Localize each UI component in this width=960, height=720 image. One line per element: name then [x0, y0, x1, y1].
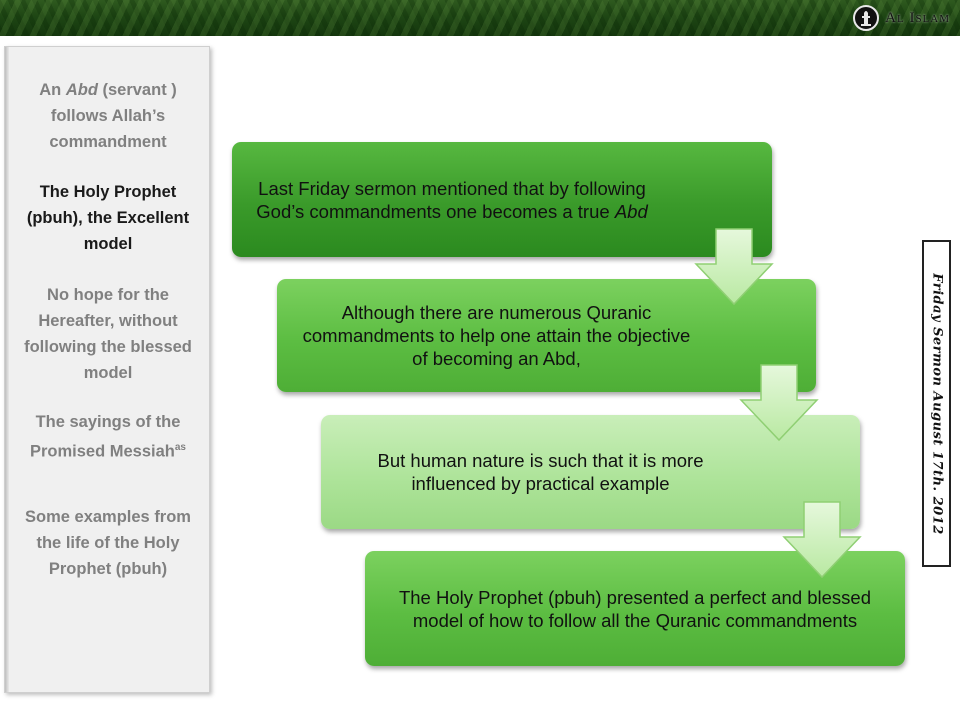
sidebar-item-abd: An Abd (servant ) follows Allah’s comman…	[39, 81, 177, 151]
flow-step-3: But human nature is such that it is more…	[321, 415, 860, 529]
down-arrow-icon	[782, 501, 862, 579]
brand: Al Islam	[853, 4, 950, 32]
minaret-logo-icon	[853, 5, 880, 31]
down-arrow-icon	[739, 364, 819, 442]
brand-name: Al Islam	[885, 9, 950, 26]
sidebar-item-hereafter: No hope for the Hereafter, without follo…	[24, 286, 192, 382]
sidebar: An Abd (servant ) follows Allah’s comman…	[4, 46, 210, 693]
down-arrow-icon	[694, 228, 774, 306]
flow-step-2: Although there are numerous Quranic comm…	[277, 279, 816, 392]
sidebar-item-promised-messiah: The sayings of the Promised Messiahas	[29, 413, 186, 461]
flow-step-1: Last Friday sermon mentioned that by fol…	[232, 142, 772, 257]
sidebar-item-holy-prophet: The Holy Prophet (pbuh), the Excellent m…	[26, 183, 190, 253]
sidebar-item-examples: Some examples from the life of the Holy …	[25, 508, 191, 578]
sermon-date-caption: Friday Sermon August 17th. 2012	[922, 240, 951, 567]
header-banner: Al Islam	[0, 0, 960, 36]
